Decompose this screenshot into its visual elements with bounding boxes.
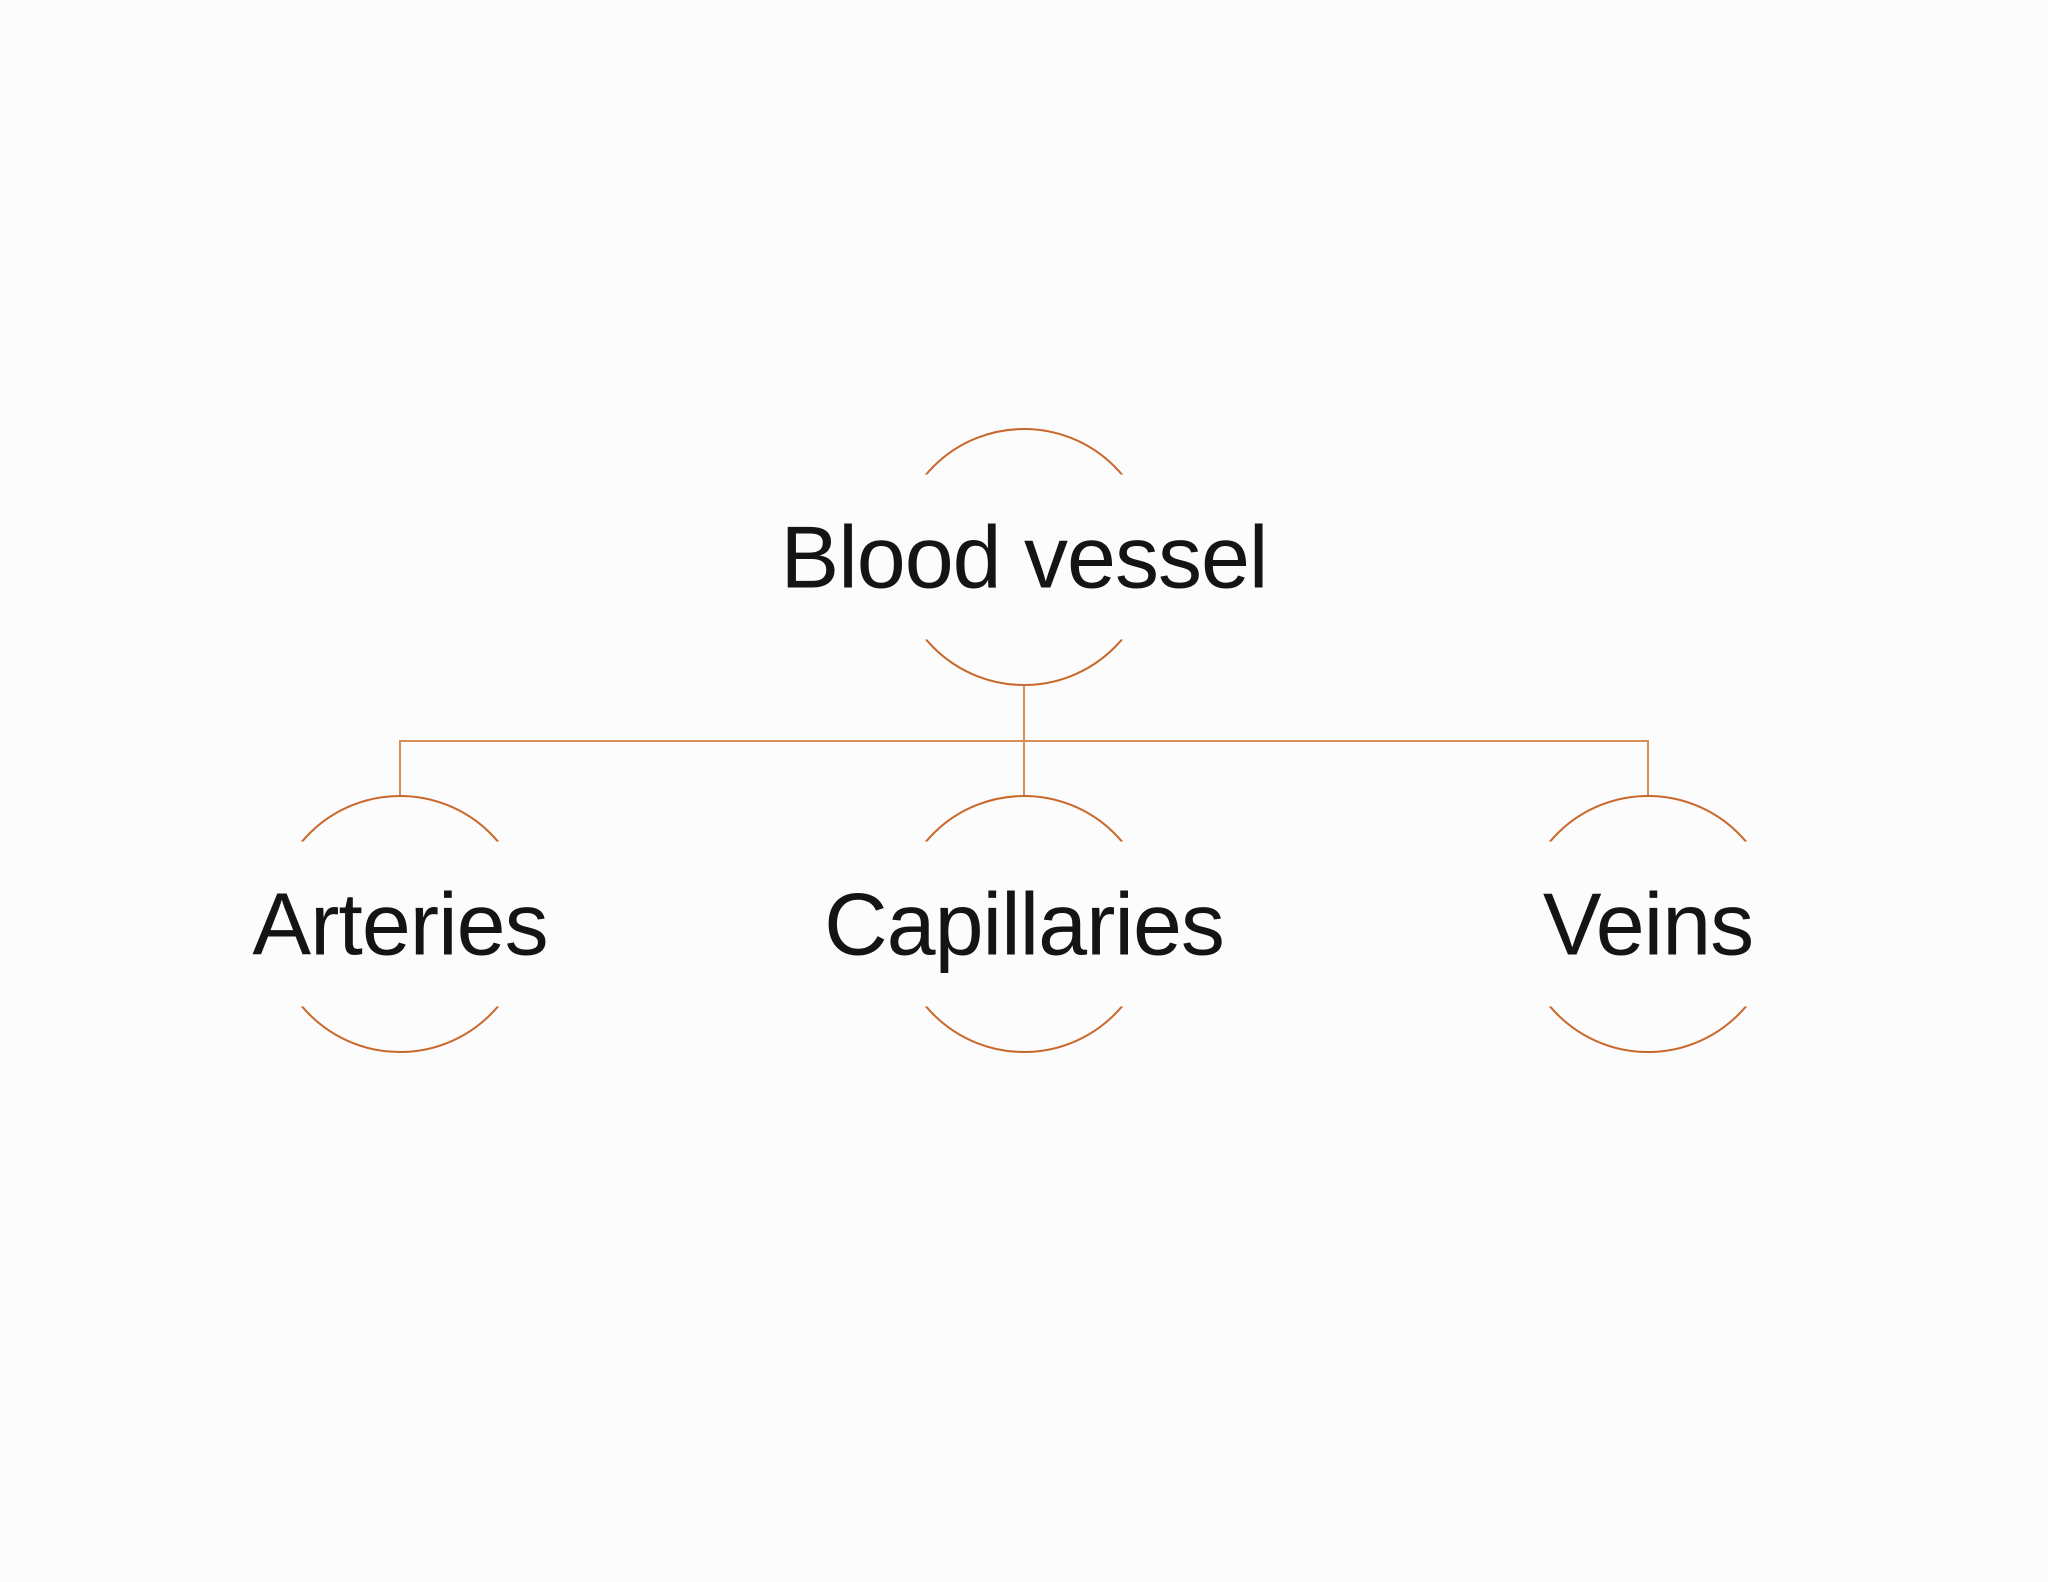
node-blood-vessel-label: Blood vessel	[752, 474, 1296, 640]
node-veins-label: Veins	[1498, 841, 1798, 1007]
connector-drop-capillaries	[1023, 741, 1025, 795]
connector-root-stem	[1023, 686, 1025, 741]
node-arteries-label: Arteries	[224, 841, 576, 1007]
connector-drop-arteries	[399, 741, 401, 795]
node-capillaries-label: Capillaries	[796, 841, 1252, 1007]
connector-drop-veins	[1647, 741, 1649, 795]
